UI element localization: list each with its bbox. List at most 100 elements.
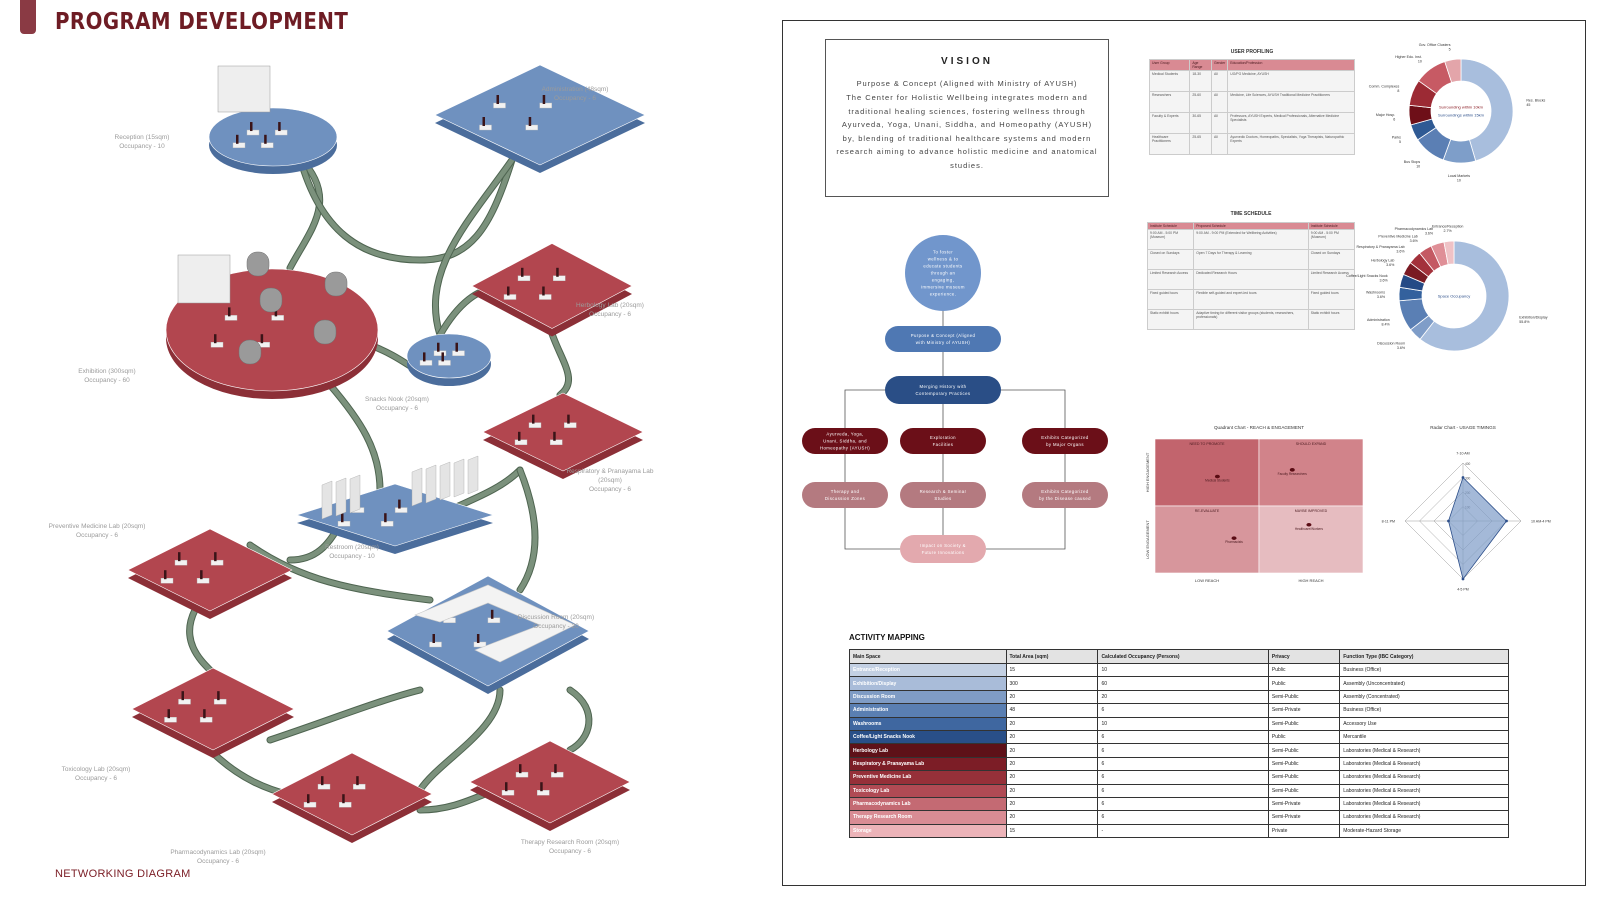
reception-furniture [232,142,246,149]
preventive-furniture [160,578,174,584]
exhibition-display-capsule [324,271,348,297]
flow-node-line: through an [931,271,956,276]
main-space-cell: Storage [849,823,1007,839]
flow-node-line: Ayurveda, Yoga, [826,432,863,437]
therapy-figure [505,782,508,792]
table-cell: Assembly (Unconcentrated) [1339,676,1509,691]
restroom-partition [349,474,361,514]
admin-room-floor [434,64,646,166]
room-label-pharmaco: Pharmacodynamics Lab (20sqm)Occupancy - … [163,848,273,866]
connection-path [247,542,433,603]
donut-slice-label: Administration [1367,318,1390,322]
page-title: PROGRAM DEVELOPMENT [55,9,349,35]
main-space-cell: Pharmacodynamics Lab [849,796,1007,812]
table-cell: Laboratories (Medical & Research) [1339,743,1509,758]
column-header: Calculated Occupancy (Persons) [1097,649,1269,664]
room-label-name: Herbology Lab (20sqm) [576,302,644,309]
vision-title: VISION [941,56,993,67]
restroom-partition [411,467,423,507]
donut-slice-label: Exhibition/Display [1519,316,1548,320]
main-space-cell: Entrance/Reception [849,662,1007,678]
main-space-cell: Therapy Research Room [849,810,1007,825]
restroom-figure [341,513,344,523]
table-cell: Business (Office) [1339,662,1509,678]
donut-slice-label: Herbology Lab [1371,258,1394,262]
donut-slice-label: Higher Edu. Inst. [1395,55,1422,59]
reception-room-floor [208,107,338,167]
restroom-furniture [337,521,351,527]
pharmaco-figure [321,776,324,786]
flow-node-text: Impact on Society &Future Innovations [920,543,966,555]
snacks-figure [423,352,426,362]
therapy-figure [519,764,522,774]
room-label-name: Preventive Medicine Lab (20sqm) [48,523,146,530]
table-cell: Researchers [1148,91,1191,113]
flow-node-line: Research & Seminar [920,489,967,494]
restroom-furniture [394,507,408,513]
reception-figure [278,122,281,132]
restroom-partition [439,461,451,501]
exhibition-furniture [224,315,238,321]
pharmaco-figure [342,794,345,804]
main-space-cell: Respiratory & Pranayama Lab [849,756,1007,772]
quadrant-point [1289,468,1295,472]
table-cell: Semi-Public [1267,783,1341,798]
flow-node-line: Homeopathy (AYUSH) [820,446,870,451]
table-cell: Public [1267,676,1341,691]
exhibition-display-board [177,254,231,304]
donut-slice-value: 6 [1393,118,1395,122]
connection-path [327,382,383,493]
flow-node-shape [885,326,1001,352]
room-label-respiratory: Respiratory & Pranayama Lab (20sqm)Occup… [555,467,665,494]
donut-slice-value: 8 [1397,89,1399,93]
connection-path [187,607,213,673]
restroom-partition [321,480,333,520]
table-cell: 10 [1097,716,1269,731]
room-label-herbology: Herbology Lab (20sqm)Occupancy - 6 [555,301,665,319]
respiratory-furniture [550,439,563,445]
connection-path [417,687,503,793]
table-cell: 25-65 [1189,133,1212,155]
donut-slice-value: 10 [1418,59,1422,63]
room-label-preventive: Preventive Medicine Lab (20sqm) Occupancy… [42,522,152,540]
room-label-occupancy: Occupancy - 6 [76,532,118,539]
table-cell: Semi-Public [1267,770,1341,785]
pharmaco-furniture [303,802,317,808]
respiratory-figure [567,414,570,424]
therapy-furniture [551,771,564,778]
flow-node-line: Impact on Society & [920,543,966,548]
flow-node-shape [802,482,888,508]
table-cell: 20 [1005,810,1099,825]
table-cell: Flexible self-guided and expert-led tour… [1193,289,1309,310]
therapy-furniture [515,771,529,778]
table-cell: 20 [1005,796,1099,812]
y-axis-low-label: LOW ENGAGEMENT [1145,520,1150,559]
connection-path [267,687,423,743]
donut-slice-label: Coffee/Light Snacks Nook [1346,274,1388,278]
flow-node-line: with Ministry of AYUSH) [916,340,971,345]
respiratory-furniture [514,439,528,445]
flow-node-end: Impact on Society &Future Innovations [900,535,986,563]
table-cell: Healthcare Practitioners [1148,133,1191,155]
table-cell: Laboratories (Medical & Research) [1339,783,1509,798]
exhibition-display-capsule [259,287,283,313]
flow-node-shape [900,535,986,563]
herbology-figure [556,267,559,277]
table-row: 9:00 AM - 5:00 PM (Museum)9:00 AM - 9:00… [1146,229,1356,250]
therapy-figure [554,764,557,774]
